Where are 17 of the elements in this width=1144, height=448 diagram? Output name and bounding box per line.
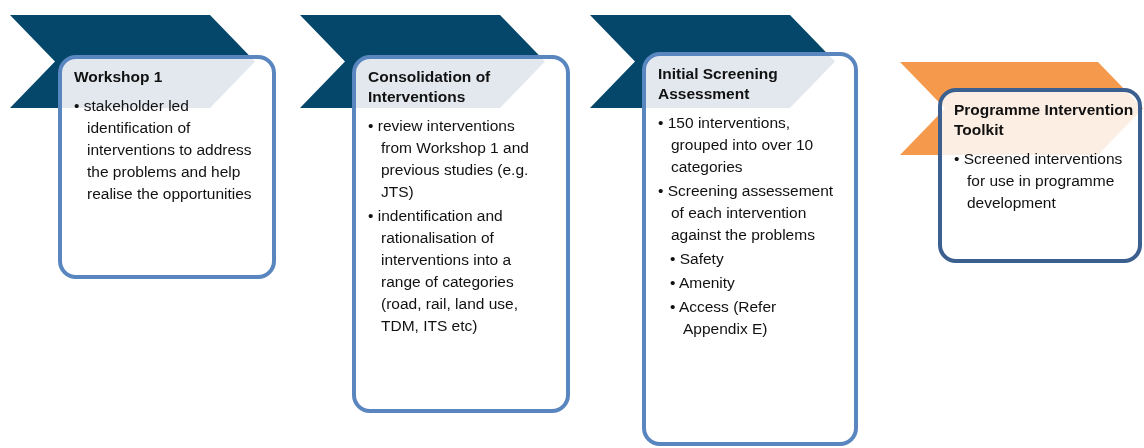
bullet-text: • indentification and rationalisation of interventions into a range of categories (road, rail, land use, TDM, ITS etc) (368, 206, 519, 336)
bullet-text: • Screening assessement of each intervention against the problems (658, 181, 835, 245)
bullet-text: • review interventions from Workshop 1 and previous studies (e.g. JTS) (368, 116, 530, 202)
card-heading: Workshop 1 (74, 67, 164, 87)
process-step (300, 15, 570, 413)
process-step (900, 62, 1143, 263)
bullet-text: • Screened interventions for use in programme development (954, 149, 1124, 213)
bullet-text: • Amenity (670, 273, 736, 293)
bullet-text: • Access (Refer Appendix E) (670, 297, 778, 339)
card-heading: Initial Screening Assessment (658, 64, 779, 104)
card-heading: Consolidation of Interventions (368, 67, 492, 107)
bullet-text: • Safety (670, 249, 725, 269)
bullet-text: • 150 interventions, grouped into over 10 categories (658, 113, 815, 177)
bullet-text: • stakeholder led identification of interventions to address the problems and help realise the opportunities (74, 96, 253, 204)
card-heading: Programme Intervention Toolkit (954, 100, 1135, 140)
process-step (590, 15, 858, 448)
process-step (10, 15, 276, 280)
